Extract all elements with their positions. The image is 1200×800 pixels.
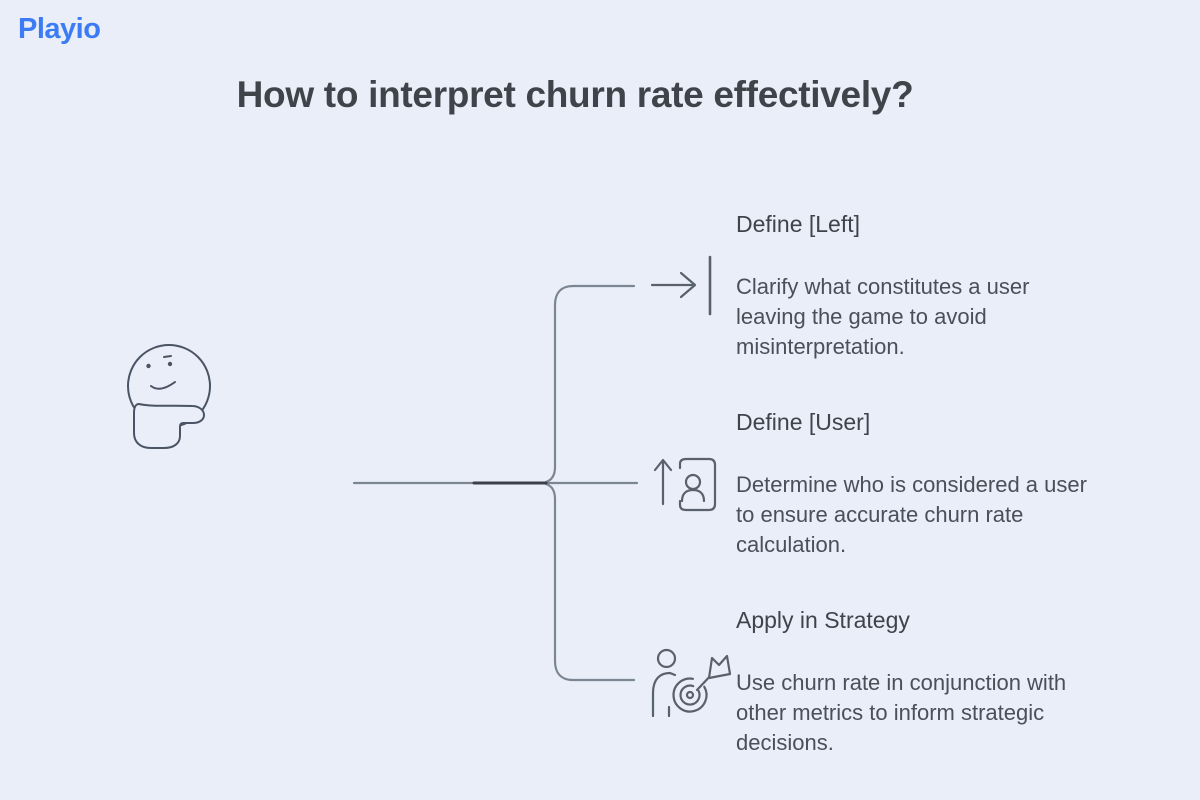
branch-body: Determine who is considered a user to en… (736, 470, 1087, 560)
branch-body-line: decisions. (736, 730, 834, 755)
face-mouth (150, 381, 176, 390)
connector-lines (352, 284, 639, 682)
branch-body-line: Clarify what constitutes a user (736, 274, 1030, 299)
target-center (685, 690, 695, 700)
branch-body: Use churn rate in conjunction with other… (736, 668, 1066, 758)
branch-body-line: Use churn rate in conjunction with (736, 670, 1067, 695)
branch-heading: Apply in Strategy (736, 607, 910, 633)
face-right-eye (167, 361, 173, 367)
branch-body-line: calculation. (736, 532, 847, 557)
page-title: How to interpret churn rate effectively? (236, 74, 914, 115)
branch-section-apply-strategy: Apply in Strategy Use churn rate in conj… (736, 606, 1066, 758)
face-left-eye (146, 363, 151, 369)
thinking-face-icon (127, 344, 211, 449)
branch-body-line: other metrics to inform strategic (736, 700, 1045, 725)
branch-body-line: leaving the game to avoid (736, 304, 987, 329)
brand-logo: Playio (18, 13, 101, 45)
user-shoulders (680, 488, 706, 503)
goal-person-body (651, 671, 677, 718)
branch-section-define-left: Define [Left] Clarify what constitutes a… (736, 210, 1029, 362)
goal-target-icon (651, 648, 732, 718)
branch-heading: Define [Left] (736, 211, 861, 237)
branch-body-line: misinterpretation. (736, 334, 905, 359)
arrow-right-to-line-icon (650, 255, 712, 316)
connector-branch-top (544, 284, 636, 484)
branch-body: Clarify what constitutes a user leaving … (736, 272, 1029, 362)
up-arrow-head (653, 458, 673, 472)
face-hand (133, 403, 205, 449)
branch-body-line: to ensure accurate churn rate (736, 502, 1024, 527)
user-frame (678, 457, 717, 512)
goal-person-head (656, 648, 677, 669)
arrow-head (679, 271, 697, 299)
branch-heading: Define [User] (736, 409, 871, 435)
dart-fletching (707, 654, 732, 680)
branch-body-line: Determine who is considered a user (736, 472, 1087, 497)
target-outer-ring (672, 677, 708, 713)
face-brow (163, 355, 172, 358)
user-up-icon (653, 457, 717, 512)
connector-branch-bottom (544, 482, 636, 682)
user-head (684, 473, 702, 491)
target-middle-ring (679, 684, 701, 706)
branch-section-define-user: Define [User] Determine who is considere… (736, 408, 1087, 560)
